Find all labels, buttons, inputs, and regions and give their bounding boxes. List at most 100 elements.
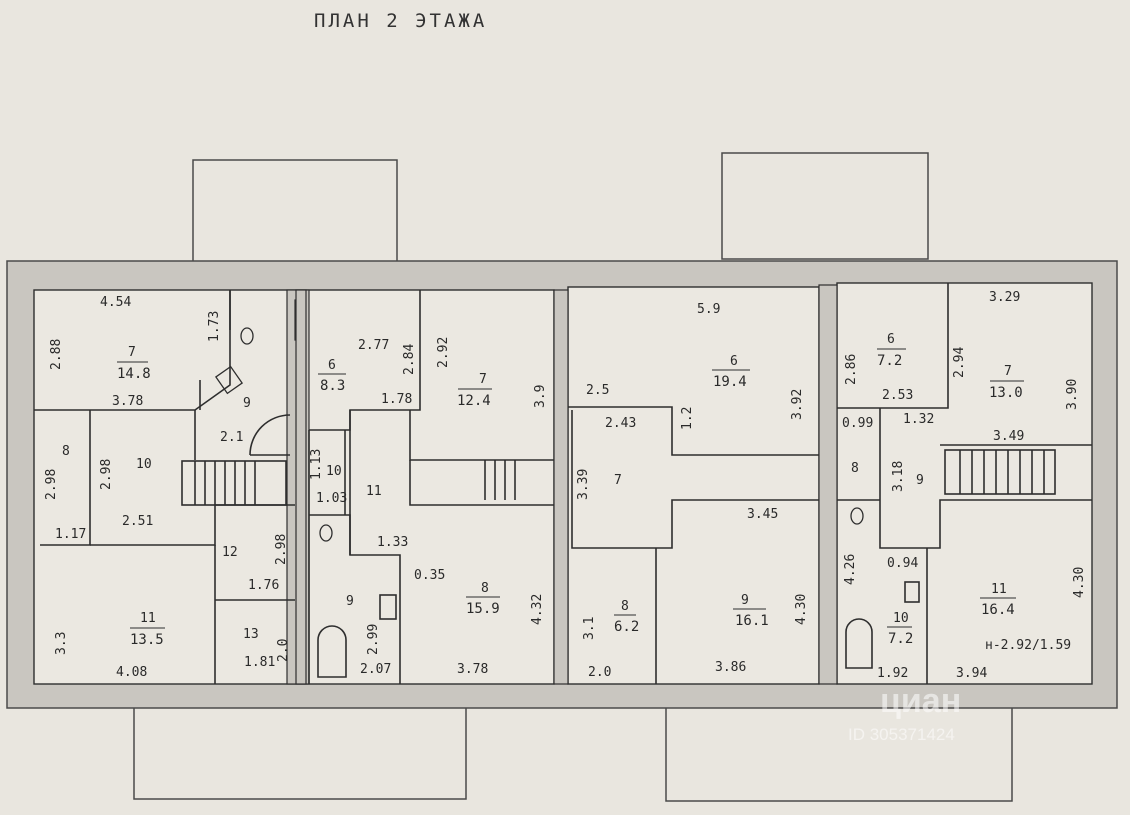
room-area: 7.2 xyxy=(888,631,913,647)
dim-label: 2.98 xyxy=(44,469,59,500)
room-lines xyxy=(34,283,1092,684)
dim-label: 2.92 xyxy=(436,337,451,368)
dim-label: 0.35 xyxy=(414,568,445,583)
watermark-brand: циан xyxy=(880,682,961,720)
room-number: 11 xyxy=(991,582,1007,597)
dim-label: 2.86 xyxy=(844,354,859,385)
dim-label: 1.13 xyxy=(309,449,324,480)
room-number: 12 xyxy=(222,545,238,560)
fixtures xyxy=(214,327,864,542)
dim-label: 1.03 xyxy=(316,491,347,506)
unit-middle-right-interior xyxy=(567,286,820,685)
dim-label: 3.29 xyxy=(989,290,1020,305)
dim-label: 2.51 xyxy=(122,514,153,529)
dim-label: 2.98 xyxy=(99,459,114,490)
dim-label: 1.2 xyxy=(680,407,695,430)
room-number: 6 xyxy=(887,332,895,347)
room-area: 15.9 xyxy=(466,601,500,617)
dim-label: 1.81 xyxy=(244,655,275,670)
room-number: 10 xyxy=(326,464,342,479)
dim-label: 1.76 xyxy=(248,578,279,593)
room-number: 9 xyxy=(243,396,251,411)
room-area: 13.0 xyxy=(989,385,1023,401)
dim-label: 3.78 xyxy=(457,662,488,677)
room-number: 8 xyxy=(621,599,629,614)
toilet-icon xyxy=(240,327,254,345)
room-area: 16.4 xyxy=(981,602,1015,618)
dim-label: 3.90 xyxy=(1065,379,1080,410)
room-number: 11 xyxy=(366,484,382,499)
room-number: 7 xyxy=(614,473,622,488)
dim-label: 4.32 xyxy=(530,594,545,625)
dim-label: 0.94 xyxy=(887,556,918,571)
room-area: 16.1 xyxy=(735,613,769,629)
room-number: 6 xyxy=(730,354,738,369)
dim-label: 2.5 xyxy=(586,383,609,398)
dim-label: 1.78 xyxy=(381,392,412,407)
plan-title: ПЛАН 2 ЭТАЖА xyxy=(314,10,487,32)
dim-label: 4.26 xyxy=(843,554,858,585)
dim-label: 4.30 xyxy=(1072,567,1087,598)
room-number: 8 xyxy=(62,444,70,459)
dim-label: 1.92 xyxy=(877,666,908,681)
room-number: 7 xyxy=(1004,364,1012,379)
room-number: 9 xyxy=(346,594,354,609)
room-number: 10 xyxy=(136,457,152,472)
dim-label: 1.32 xyxy=(903,412,934,427)
room-area: 14.8 xyxy=(117,366,151,382)
dim-label: 2.07 xyxy=(360,662,391,677)
dim-label: 2.84 xyxy=(402,344,417,375)
toilet-icon xyxy=(850,507,864,525)
terrace-bottom-left xyxy=(133,706,467,800)
room-number: 13 xyxy=(243,627,259,642)
room-area: 8.3 xyxy=(320,378,345,394)
room-number: 8 xyxy=(481,581,489,596)
dim-label: 2.77 xyxy=(358,338,389,353)
dim-label: 1.73 xyxy=(207,311,222,342)
dim-label: 1.33 xyxy=(377,535,408,550)
partitions xyxy=(286,284,838,685)
room-number: 7 xyxy=(128,345,136,360)
room-number: 7 xyxy=(479,372,487,387)
watermark-id: ID 305371424 xyxy=(848,725,955,744)
dim-label: 3.39 xyxy=(576,469,591,500)
height-note: н-2.92/1.59 xyxy=(985,638,1071,653)
dim-label: 3.86 xyxy=(715,660,746,675)
dim-label: 4.54 xyxy=(100,295,131,310)
dim-label: 2.94 xyxy=(952,347,967,378)
room-area: 13.5 xyxy=(130,632,164,648)
room-area: 7.2 xyxy=(877,353,902,369)
dim-label: 3.49 xyxy=(993,429,1024,444)
room-number: 9 xyxy=(916,473,924,488)
room-area: 6.2 xyxy=(614,619,639,635)
dim-label: 4.08 xyxy=(116,665,147,680)
dim-label: 4.30 xyxy=(794,594,809,625)
dim-label: 5.9 xyxy=(697,302,720,317)
unit-right-interior xyxy=(836,282,1093,685)
dim-label: 3.94 xyxy=(956,666,987,681)
dim-label: 2.98 xyxy=(274,534,289,565)
dim-label: 3.3 xyxy=(54,632,69,655)
room-number: 6 xyxy=(328,358,336,373)
dim-label: 3.1 xyxy=(582,617,597,640)
dim-label: 0.99 xyxy=(842,416,873,431)
toilet-icon xyxy=(319,524,333,542)
dim-label: 2.43 xyxy=(605,416,636,431)
dim-label: 2.88 xyxy=(49,339,64,370)
dim-label: 3.92 xyxy=(790,389,805,420)
room-area: 12.4 xyxy=(457,393,491,409)
room-number: 10 xyxy=(893,611,909,626)
dim-label: 2.53 xyxy=(882,388,913,403)
room-number: 8 xyxy=(851,461,859,476)
dim-label: 3.9 xyxy=(533,385,548,408)
dim-label: 2.1 xyxy=(220,430,243,445)
dim-label: 1.17 xyxy=(55,527,86,542)
dim-label: 3.18 xyxy=(891,461,906,492)
dim-label: 2.0 xyxy=(276,639,291,662)
sink-icon xyxy=(214,365,244,395)
room-number: 11 xyxy=(140,611,156,626)
room-area: 19.4 xyxy=(713,374,747,390)
dim-label: 3.45 xyxy=(747,507,778,522)
terrace-top-left xyxy=(192,159,398,268)
